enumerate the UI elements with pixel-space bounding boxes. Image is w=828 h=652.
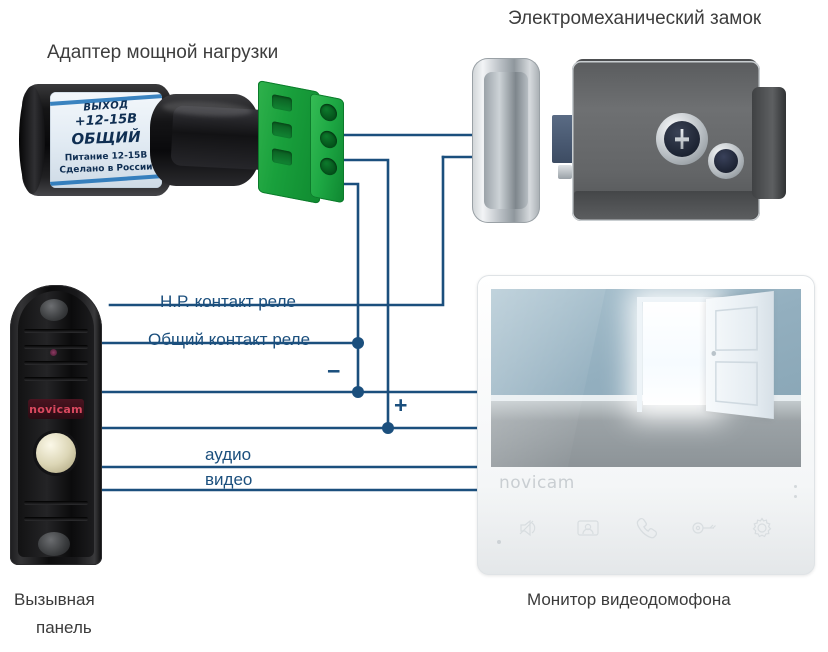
lock-strike-inner xyxy=(484,72,528,209)
panel-vent-4 xyxy=(24,377,88,381)
panel-vent-6 xyxy=(24,517,88,521)
wire-label-common-relay: Общий контакт реле xyxy=(148,330,311,349)
adapter-label: ВЫХОД +12-15В ОБЩИЙ Питание 12-15В Сдела… xyxy=(50,92,162,188)
caption-call-panel-line1: Вызывная xyxy=(14,590,95,609)
power-adapter: ВЫХОД +12-15В ОБЩИЙ Питание 12-15В Сдела… xyxy=(19,78,344,218)
wire-adapter-mid-down xyxy=(328,158,390,430)
gear-icon xyxy=(752,517,772,538)
call-panel: novicam xyxy=(10,285,102,565)
monitor-brand: novicam xyxy=(499,473,575,493)
settings-key[interactable] xyxy=(745,513,779,543)
junction-dot-minus xyxy=(352,386,364,398)
microphone-hole-1 xyxy=(794,485,797,488)
lock-mounting-screw xyxy=(558,165,572,179)
wire-relay-nr-bus xyxy=(108,155,445,307)
microphone-hole-2 xyxy=(794,495,797,498)
adapter-terminal-block xyxy=(250,78,346,205)
panel-vent-5 xyxy=(24,501,88,505)
indicator-led-icon xyxy=(50,349,57,356)
screen-open-door xyxy=(706,290,774,420)
camera-lens-icon xyxy=(40,299,68,321)
view-key[interactable] xyxy=(571,513,605,543)
caption-monitor: Монитор видеодомофона xyxy=(527,590,731,609)
call-panel-face xyxy=(18,291,94,557)
polarity-plus-symbol: + xyxy=(394,392,408,418)
phone-handset-icon xyxy=(636,517,658,539)
panel-vent-3 xyxy=(24,361,88,365)
wire-label-nr-relay: Н.Р. контакт реле xyxy=(160,292,296,311)
adapter-label-common: ОБЩИЙ xyxy=(71,127,141,149)
electromechanical-lock xyxy=(470,55,822,230)
panel-vent-2 xyxy=(24,345,88,349)
talk-key[interactable] xyxy=(629,513,663,543)
video-monitor: novicam xyxy=(477,275,815,575)
adapter-label-made-in: Сделано в России xyxy=(59,162,153,176)
adapter-stripe-bottom xyxy=(50,174,162,186)
caption-call-panel-line2: панель xyxy=(36,618,92,637)
speaker-mute-icon xyxy=(519,519,536,537)
picture-frame-icon xyxy=(577,520,599,536)
key-icon xyxy=(692,522,716,534)
adapter-end-cap xyxy=(19,86,45,194)
lock-strike-plate xyxy=(472,58,540,223)
call-panel-brand: novicam xyxy=(28,399,84,419)
junction-dot-common xyxy=(352,337,364,349)
door-panel-bottom xyxy=(715,361,758,406)
monitor-status-led xyxy=(497,540,501,544)
title-adapter: Адаптер мощной нагрузки xyxy=(47,42,279,63)
monitor-key-row xyxy=(513,511,779,545)
wire-label-audio: аудио xyxy=(205,445,252,464)
lock-button xyxy=(714,149,738,173)
title-lock: Электромеханический замок xyxy=(508,8,762,29)
call-button[interactable] xyxy=(36,433,76,473)
lock-side-cover xyxy=(752,87,786,199)
door-panel-top xyxy=(715,306,758,351)
unlock-key[interactable] xyxy=(687,513,721,543)
call-panel-brand-text: novicam xyxy=(29,402,83,416)
polarity-minus-symbol: − xyxy=(327,358,341,384)
junction-dot-plus xyxy=(382,422,394,434)
lock-bottom-edge xyxy=(574,191,758,219)
wire-label-video: видео xyxy=(205,470,253,489)
monitor-screen xyxy=(491,289,801,467)
mute-key[interactable] xyxy=(513,513,547,543)
speaker-grille-icon xyxy=(38,532,70,556)
panel-vent-1 xyxy=(24,329,88,333)
door-handle-icon xyxy=(711,350,717,357)
screen-doorway-light xyxy=(643,301,709,405)
